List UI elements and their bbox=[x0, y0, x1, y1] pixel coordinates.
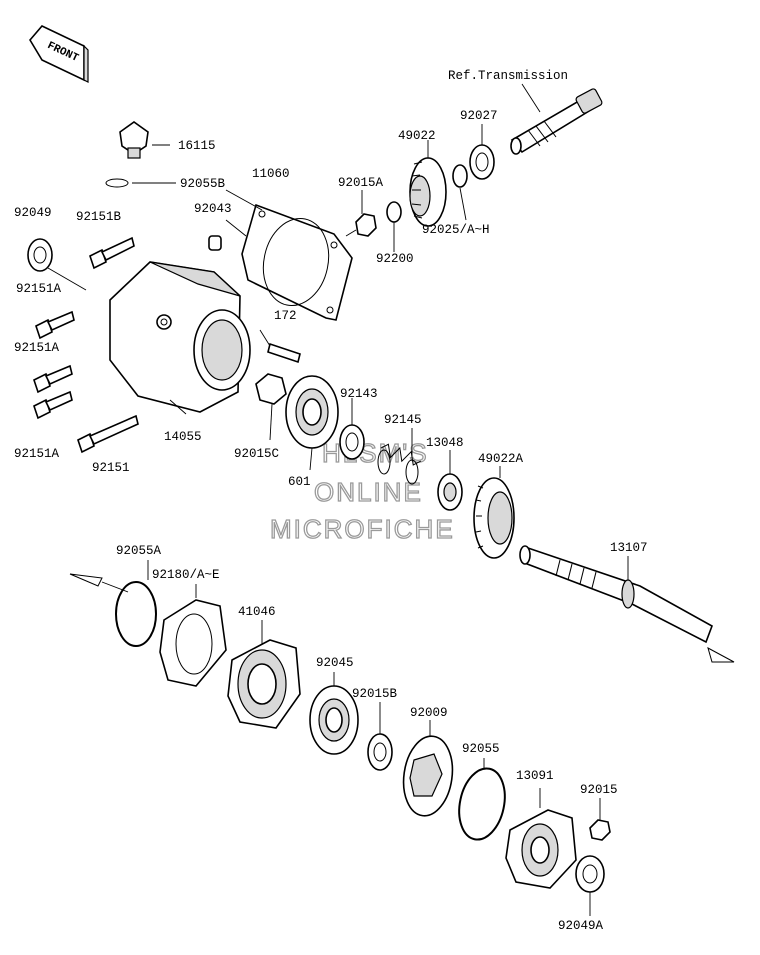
breather-16115 bbox=[119, 121, 149, 159]
housing-14055 bbox=[109, 261, 251, 413]
label-92180: 92180/A~E bbox=[152, 568, 220, 582]
collar-92143 bbox=[339, 424, 365, 460]
label-92015: 92015 bbox=[580, 783, 618, 797]
shim-92025 bbox=[452, 164, 468, 188]
label-49022A: 49022A bbox=[478, 452, 524, 466]
gasket-11060 bbox=[241, 203, 353, 321]
label-92151A-1: 92151A bbox=[16, 282, 62, 296]
label-92015C: 92015C bbox=[234, 447, 279, 461]
label-92200: 92200 bbox=[376, 252, 414, 266]
dowel-92043 bbox=[208, 235, 222, 251]
bolt-92151A-1 bbox=[35, 310, 75, 340]
bearing-601 bbox=[285, 375, 339, 449]
label-92145: 92145 bbox=[384, 413, 422, 427]
ring-gear-49022A bbox=[473, 477, 515, 559]
cover-13091 bbox=[505, 809, 577, 889]
label-92015A: 92015A bbox=[338, 176, 384, 190]
label-92151B: 92151B bbox=[76, 210, 122, 224]
label-601: 601 bbox=[288, 475, 311, 489]
housing-41046 bbox=[227, 639, 301, 729]
label-13048: 13048 bbox=[426, 436, 464, 450]
label-92027: 92027 bbox=[460, 109, 498, 123]
stud-172 bbox=[267, 342, 301, 364]
bolt-92151A-3 bbox=[33, 390, 73, 420]
nut-92015A bbox=[355, 213, 377, 237]
label-92043: 92043 bbox=[194, 202, 232, 216]
label-49022: 49022 bbox=[398, 129, 436, 143]
axis-arrow-right bbox=[707, 646, 735, 663]
bevel-gear-49022 bbox=[409, 157, 447, 227]
oring-92055 bbox=[458, 767, 506, 841]
label-92025: 92025/A~H bbox=[422, 223, 490, 237]
nut-92015B bbox=[367, 733, 393, 771]
label-92055B: 92055B bbox=[180, 177, 226, 191]
label-92151A-2: 92151A bbox=[14, 341, 60, 355]
bearing-92027 bbox=[469, 144, 495, 180]
label-92151A-3: 92151A bbox=[14, 447, 60, 461]
label-41046: 41046 bbox=[238, 605, 276, 619]
label-16115: 16115 bbox=[178, 139, 216, 153]
watermark: HLSM'S ONLINE MICROFICHE bbox=[269, 437, 455, 544]
label-14055: 14055 bbox=[164, 430, 202, 444]
bolt-92151B bbox=[89, 236, 135, 270]
label-92049A: 92049A bbox=[558, 919, 604, 933]
bolt-92151 bbox=[77, 414, 139, 454]
label-92009: 92009 bbox=[410, 706, 448, 720]
bolt-92151A-2 bbox=[33, 364, 73, 394]
seal-92049 bbox=[27, 238, 53, 272]
label-92151: 92151 bbox=[92, 461, 130, 475]
label-13107: 13107 bbox=[610, 541, 648, 555]
label-13091: 13091 bbox=[516, 769, 554, 783]
shim-plate-92180 bbox=[159, 599, 227, 687]
washer-92200 bbox=[386, 201, 402, 223]
transmission-shaft bbox=[510, 88, 603, 155]
nut-92015 bbox=[589, 819, 611, 841]
ref-transmission-label: Ref.Transmission bbox=[448, 69, 568, 83]
label-172: 172 bbox=[274, 309, 297, 323]
watermark-line-3: MICROFICHE bbox=[270, 514, 455, 544]
bearing-92045 bbox=[309, 685, 359, 755]
label-92055: 92055 bbox=[462, 742, 500, 756]
oring-92055B bbox=[105, 178, 129, 188]
axis-arrow-left bbox=[69, 573, 103, 587]
label-92015B: 92015B bbox=[352, 687, 398, 701]
spring-92145 bbox=[377, 443, 422, 485]
gear-13048 bbox=[437, 473, 463, 511]
nut-92015C bbox=[255, 373, 287, 405]
front-arrow-icon: FRONT bbox=[29, 25, 89, 83]
label-92143: 92143 bbox=[340, 387, 378, 401]
seal-92049A bbox=[575, 855, 605, 893]
shaft-13107 bbox=[519, 545, 713, 644]
watermark-line-2: ONLINE bbox=[314, 477, 423, 507]
leader-lines bbox=[47, 83, 629, 916]
plate-92009 bbox=[402, 735, 454, 817]
label-92045: 92045 bbox=[316, 656, 354, 670]
label-11060: 11060 bbox=[252, 167, 290, 181]
label-92049: 92049 bbox=[14, 206, 52, 220]
oring-92055A bbox=[115, 581, 157, 647]
label-92055A: 92055A bbox=[116, 544, 162, 558]
part-labels: Ref.Transmission 92027 49022 16115 11060… bbox=[14, 69, 648, 933]
